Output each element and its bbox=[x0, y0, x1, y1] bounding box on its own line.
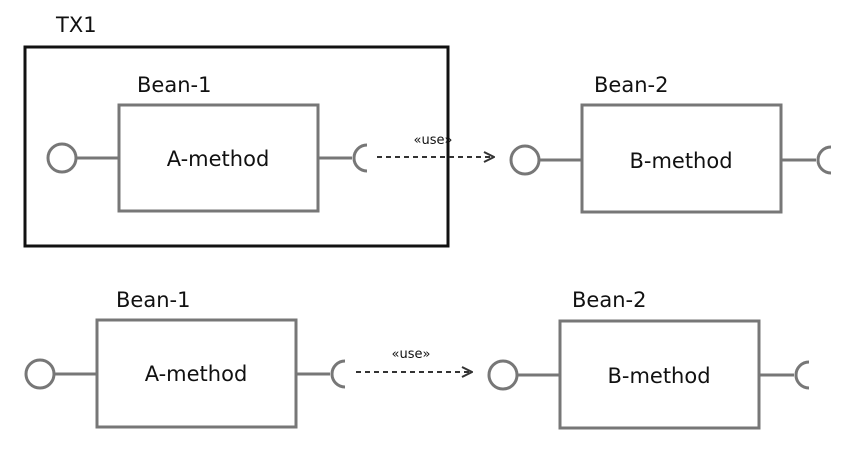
required-interface-icon bbox=[330, 359, 346, 389]
component-box bbox=[117, 103, 320, 213]
provided-interface-icon bbox=[487, 359, 519, 391]
method-label: B-method bbox=[629, 149, 732, 173]
top-dependency: «use» bbox=[377, 133, 494, 157]
top-right-component: Bean-2 B-method bbox=[509, 73, 832, 214]
transaction-label: TX1 bbox=[55, 13, 97, 37]
provided-interface-icon bbox=[46, 142, 78, 174]
required-interface-icon bbox=[794, 360, 810, 390]
component-name: Bean-2 bbox=[594, 73, 668, 97]
bottom-left-component: Bean-1 A-method bbox=[24, 288, 346, 429]
dependency-stereotype: «use» bbox=[392, 347, 431, 362]
component-box bbox=[580, 103, 783, 214]
dependency-stereotype: «use» bbox=[414, 133, 453, 148]
bottom-dependency: «use» bbox=[356, 347, 472, 372]
method-label: A-method bbox=[167, 147, 270, 171]
transaction-frame bbox=[23, 45, 450, 248]
component-box bbox=[95, 318, 298, 429]
method-label: B-method bbox=[607, 364, 710, 388]
required-interface-icon bbox=[352, 143, 368, 173]
provided-interface-icon bbox=[24, 358, 56, 390]
component-name: Bean-1 bbox=[137, 73, 211, 97]
component-name: Bean-2 bbox=[572, 288, 646, 312]
provided-interface-icon bbox=[509, 144, 541, 176]
component-name: Bean-1 bbox=[116, 288, 190, 312]
required-interface-icon bbox=[816, 145, 832, 175]
bottom-right-component: Bean-2 B-method bbox=[487, 288, 810, 430]
top-left-component: Bean-1 A-method bbox=[46, 73, 368, 213]
method-label: A-method bbox=[145, 362, 248, 386]
component-box bbox=[558, 319, 761, 430]
